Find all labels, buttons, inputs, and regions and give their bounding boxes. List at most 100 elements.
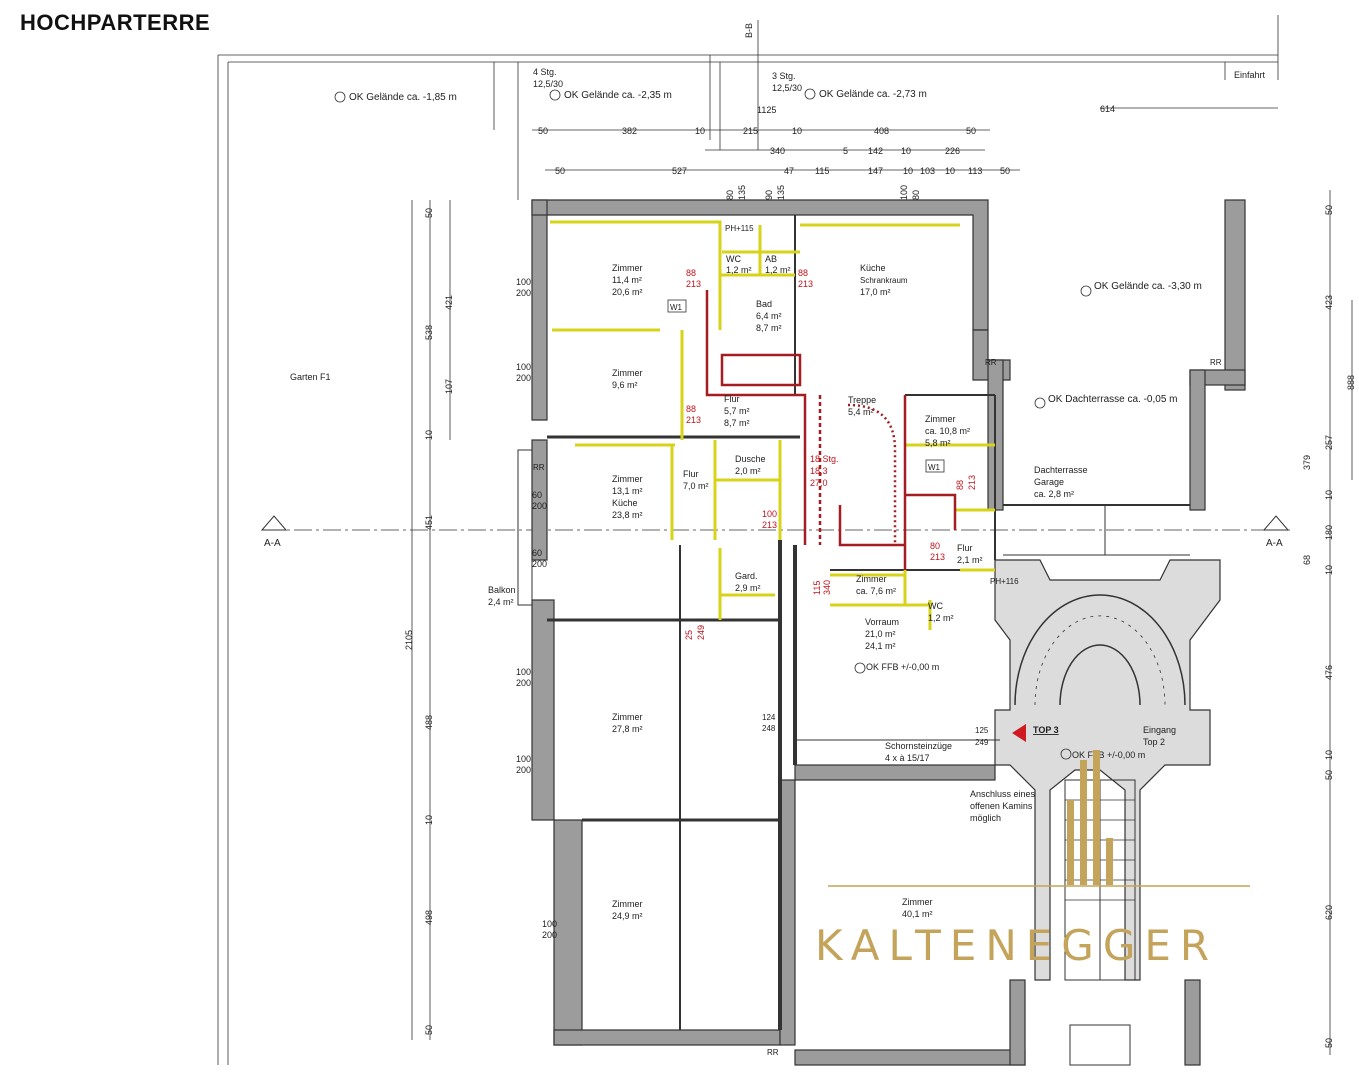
- dim-right-7: 10: [1324, 565, 1334, 575]
- svg-text:Schrankraum: Schrankraum: [860, 276, 908, 285]
- dim-r4-9: 50: [1000, 166, 1010, 176]
- dim-left-8: 10: [424, 815, 434, 825]
- stairs-right-note: 3 Stg.: [772, 71, 796, 81]
- svg-text:40,1 m²: 40,1 m²: [902, 909, 933, 919]
- site-lines: [217, 15, 1279, 1065]
- label-249: 249: [975, 738, 989, 747]
- section-right-label: A-A: [1266, 538, 1283, 549]
- dim-r2-3: 215: [743, 126, 758, 136]
- svg-text:1,2 m²: 1,2 m²: [765, 265, 791, 275]
- svg-text:80: 80: [930, 541, 940, 551]
- ok-ffb: OK FFB +/-0,00 m: [866, 662, 939, 672]
- dim-r4-1: 527: [672, 166, 687, 176]
- dim-right-11: 50: [1324, 770, 1334, 780]
- dim-r4-4: 147: [868, 166, 883, 176]
- svg-text:27,0: 27,0: [810, 478, 828, 488]
- dim-r3-4: 226: [945, 146, 960, 156]
- dim-r5-4: 100: [899, 185, 909, 200]
- svg-text:17,0 m²: 17,0 m²: [860, 287, 891, 297]
- room-zimmer-2: Zimmer 9,6 m²: [612, 368, 643, 390]
- page-title: HOCHPARTERRE: [20, 10, 211, 35]
- room-zimmer-1: Zimmer 11,4 m² 20,6 m²: [612, 263, 643, 297]
- dim-r2-4: 10: [792, 126, 802, 136]
- svg-text:88: 88: [686, 268, 696, 278]
- svg-text:200: 200: [532, 501, 547, 511]
- dim-r2-2: 10: [695, 126, 705, 136]
- svg-text:200: 200: [516, 288, 531, 298]
- dim-r4-6: 103: [920, 166, 935, 176]
- svg-text:Zimmer: Zimmer: [612, 474, 643, 484]
- svg-text:27,8 m²: 27,8 m²: [612, 724, 643, 734]
- svg-text:213: 213: [798, 279, 813, 289]
- svg-text:Küche: Küche: [612, 498, 638, 508]
- brand-logo: KALTENEGGER: [815, 750, 1250, 970]
- svg-text:1,2 m²: 1,2 m²: [726, 265, 752, 275]
- dim-right-13: 50: [1324, 1038, 1334, 1048]
- room-flur-1: Flur 5,7 m² 8,7 m²: [724, 394, 750, 428]
- svg-text:200: 200: [542, 930, 557, 940]
- w1-box-1: [667, 299, 687, 313]
- svg-text:Garage: Garage: [1034, 477, 1064, 487]
- dim-left-6: 2105: [404, 630, 414, 650]
- dim-left-0: 50: [424, 208, 434, 218]
- svg-text:100: 100: [762, 509, 777, 519]
- rr-label-2: RR: [985, 358, 997, 367]
- room-zimmer-6: Zimmer 24,9 m²: [612, 899, 643, 921]
- dim-r2-1: 382: [622, 126, 637, 136]
- svg-text:200: 200: [516, 373, 531, 383]
- room-stairs-18: 18 Stg. 18,3 27,0: [810, 454, 839, 488]
- svg-text:60: 60: [532, 490, 542, 500]
- eingang-label: Eingang: [1143, 725, 1176, 735]
- dim-r5-0: 80: [725, 190, 735, 200]
- dim-right-4: 379: [1302, 455, 1312, 470]
- level-c: OK Gelände ca. -2,73 m: [819, 89, 927, 100]
- kamin-line-2: offenen Kamins: [970, 801, 1033, 811]
- svg-text:5,7 m²: 5,7 m²: [724, 406, 750, 416]
- level-marker-a: [334, 91, 346, 103]
- dim-right-5: 10: [1324, 490, 1334, 500]
- svg-text:5,8 m²: 5,8 m²: [925, 438, 951, 448]
- kamin-line-1: Anschluss eines: [970, 789, 1036, 799]
- level-a: OK Gelände ca. -1,85 m: [349, 92, 457, 103]
- svg-text:Treppe: Treppe: [848, 395, 876, 405]
- logo-bar-2: [1080, 760, 1087, 885]
- dim-left-9: 498: [424, 910, 434, 925]
- svg-text:88: 88: [686, 404, 696, 414]
- svg-text:24,1 m²: 24,1 m²: [865, 641, 896, 651]
- level-marker-ffb2: [1060, 748, 1072, 760]
- level-marker-right: [1080, 285, 1092, 297]
- svg-text:213: 213: [686, 415, 701, 425]
- dim-r5-5: 80: [911, 190, 921, 200]
- svg-text:7,0 m²: 7,0 m²: [683, 481, 709, 491]
- svg-text:2,9 m²: 2,9 m²: [735, 583, 761, 593]
- svg-text:Zimmer: Zimmer: [902, 897, 933, 907]
- room-zimmer-5: Zimmer 27,8 m²: [612, 712, 643, 734]
- schornstein-size: 4 x à 15/17: [885, 753, 930, 763]
- svg-text:88: 88: [798, 268, 808, 278]
- dim-r4-2: 47: [784, 166, 794, 176]
- room-kueche-top: Küche Schrankraum 17,0 m²: [860, 263, 908, 297]
- svg-text:ca. 7,6 m²: ca. 7,6 m²: [856, 586, 896, 596]
- room-vorraum: Vorraum 21,0 m² 24,1 m²: [865, 617, 899, 651]
- svg-text:2,1 m²: 2,1 m²: [957, 555, 983, 565]
- ok-gelaende-right: OK Gelände ca. -3,30 m: [1094, 281, 1202, 292]
- dim-r2-0: 50: [538, 126, 548, 136]
- svg-text:8,7 m²: 8,7 m²: [756, 323, 782, 333]
- dim-r4-8: 113: [968, 166, 982, 176]
- logo-bar-3: [1093, 750, 1100, 885]
- red-door-dims: 88 213 88 213 88 213 88 213 100 213 80 2…: [684, 268, 977, 640]
- dims-right: 50 423 888 257 379 10 180 10 68 476 10 5…: [1302, 190, 1356, 1055]
- balkon-label: Balkon: [488, 585, 516, 595]
- level-marker-ffb: [854, 662, 866, 674]
- svg-text:213: 213: [967, 475, 977, 490]
- svg-text:Dusche: Dusche: [735, 454, 766, 464]
- svg-text:Zimmer: Zimmer: [612, 263, 643, 273]
- svg-text:18 Stg.: 18 Stg.: [810, 454, 839, 464]
- svg-text:213: 213: [686, 279, 701, 289]
- top-notes: 4 Stg. 12,5/30 3 Stg. 12,5/30 OK Gelände…: [334, 23, 1266, 233]
- svg-text:Flur: Flur: [683, 469, 699, 479]
- stairs-left-ratio: 12,5/30: [533, 79, 563, 89]
- dim-r5-1: 135: [737, 185, 747, 200]
- dim-right-10: 10: [1324, 750, 1334, 760]
- svg-text:200: 200: [516, 765, 531, 775]
